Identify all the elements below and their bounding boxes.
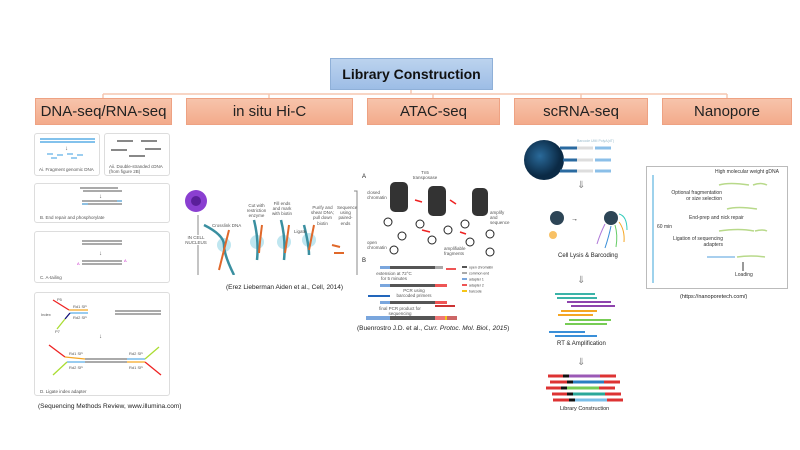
step-label: D. Ligate index adapter (40, 389, 87, 394)
category-dna-rna-seq: DNA-seq/RNA-seq (35, 98, 172, 125)
step-label: End-prep and nick repair (689, 215, 744, 221)
svg-text:→: → (571, 216, 578, 223)
svg-text:Rd1 SP: Rd1 SP (73, 304, 87, 309)
atac-figure: A B open chromatin common end adapter 1 … (357, 170, 510, 340)
svg-text:A: A (124, 258, 127, 263)
panel-aii: Aii. Double-stranded cDNA (from figure 2… (104, 133, 170, 176)
step-label: Loading (735, 272, 753, 278)
panel-label: B (362, 258, 366, 264)
svg-text:Rd2 SP: Rd2 SP (129, 351, 143, 356)
citation-illumina: (Sequencing Methods Review, www.illumina… (38, 403, 182, 410)
category-nanopore: Nanopore (662, 98, 792, 125)
svg-text:P7: P7 (55, 329, 61, 334)
nucleus-label: IN CELL NUCLEUS (185, 235, 207, 246)
panel-d: ↓ Rd1 SP Rd2 SP Rd1 SP Rd2 SP Rd2 SP Rd1 SP… (34, 292, 170, 396)
step-label: Library Construction (560, 406, 610, 412)
svg-text:↓: ↓ (99, 334, 102, 340)
category-hi-c: in situ Hi-C (186, 98, 353, 125)
svg-text:Rd1 SP: Rd1 SP (69, 351, 83, 356)
hic-figure: IN CELL NUCLEUS Crosslink DNA Cut with r… (184, 185, 359, 295)
panel-c: ↓ A A C. A-tailing (34, 231, 170, 283)
svg-text:adapter 2: adapter 2 (469, 284, 484, 288)
atac-illustration: A B open chromatin common end adapter 1 … (362, 174, 495, 320)
panel-b: ↓ B. End repair and phosphorylate (34, 183, 170, 223)
time-label: 60 min (657, 224, 673, 230)
step-label: Crosslink DNA (212, 223, 242, 228)
citation-atac: (Buenrostro J.D. et al., Curr. Protoc. M… (357, 325, 510, 332)
bead-labels: Barcode UMI PolyA(dT) (577, 139, 614, 143)
step-label: Purify and shear DNA; pull down biotin (310, 205, 335, 226)
scrna-figure: ⇓ → ⇓ ⇓ Barcode UMI PolyA(dT) Cell Lysis… (515, 138, 645, 413)
atac-label: closed chromatin (367, 190, 387, 201)
nanopore-figure: High molecular weight gDNA Optional frag… (646, 166, 788, 289)
step-label: Fill ends and mark with biotin (271, 201, 292, 217)
svg-text:⇓: ⇓ (577, 275, 585, 286)
svg-text:open chromatin: open chromatin (469, 266, 493, 270)
hic-illustration (185, 190, 358, 282)
dnaseq-figure: ↓ Ai. Fragment genomic DNA Aii. Double-s… (34, 133, 181, 413)
category-atac-seq: ATAC-seq (367, 98, 500, 125)
step-label: RT & Amplification (557, 341, 606, 347)
scrna-illustration: ⇓ → ⇓ ⇓ (524, 140, 628, 402)
svg-text:Rd2 SP: Rd2 SP (73, 315, 87, 320)
step-label: Sequence using paired-ends (337, 205, 358, 226)
svg-text:Rd2 SP: Rd2 SP (69, 365, 83, 370)
panel-ai: ↓ Ai. Fragment genomic DNA (34, 133, 100, 176)
svg-text:⇓: ⇓ (577, 180, 585, 191)
svg-text:A: A (77, 261, 80, 266)
step-label: Cell Lysis & Barcoding (558, 253, 618, 259)
step-label: Ligation of sequencing adapters (672, 236, 723, 248)
atac-label: amplifiable fragments (444, 246, 466, 257)
step-label: Ligate (294, 229, 307, 234)
connector-lines (102, 90, 728, 98)
citation-nanopore: (https://nanoporetech.com/) (680, 294, 748, 300)
step-label: Optional fragmentation or size selection (671, 190, 722, 202)
panel-label: A (362, 174, 366, 180)
atac-label: open chromatin (367, 240, 387, 251)
svg-text:adapter 1: adapter 1 (469, 278, 484, 282)
step-label: Ai. Fragment genomic DNA (39, 167, 94, 172)
atac-step: extension at 72°C for 5 minutes (376, 271, 412, 282)
step-label: B. End repair and phosphorylate (40, 215, 105, 220)
step-label: High molecular weight gDNA (715, 169, 779, 175)
svg-text:↓: ↓ (65, 146, 68, 152)
atac-step: final PCR product for sequencing (379, 306, 421, 317)
citation-hic: (Erez Lieberman Aiden et al., Cell, 2014… (226, 284, 344, 291)
atac-label: Tn5 transposase (412, 170, 438, 181)
svg-text:Rd1 SP: Rd1 SP (129, 365, 143, 370)
nanopore-illustration (652, 175, 768, 283)
svg-text:⇓: ⇓ (577, 357, 585, 368)
svg-text:↓: ↓ (99, 194, 102, 200)
svg-text:P5: P5 (57, 297, 63, 302)
svg-text:Index: Index (41, 312, 51, 317)
svg-text:↓: ↓ (99, 251, 102, 257)
step-label: Cut with restriction enzyme (246, 203, 267, 219)
svg-text:common end: common end (469, 272, 489, 276)
step-label: C. A-tailing (40, 275, 62, 280)
category-scrna-seq: scRNA-seq (514, 98, 648, 125)
step-label: Aii. Double-stranded cDNA (from figure 2… (109, 164, 163, 175)
root-node-library-construction: Library Construction (330, 58, 493, 90)
atac-label: amplify and sequence (490, 210, 510, 226)
atac-step: PCR using barcoded primers (396, 288, 432, 299)
atac-legend: open chromatin common end adapter 1 adap… (462, 266, 493, 294)
svg-text:barcode: barcode (469, 290, 482, 294)
